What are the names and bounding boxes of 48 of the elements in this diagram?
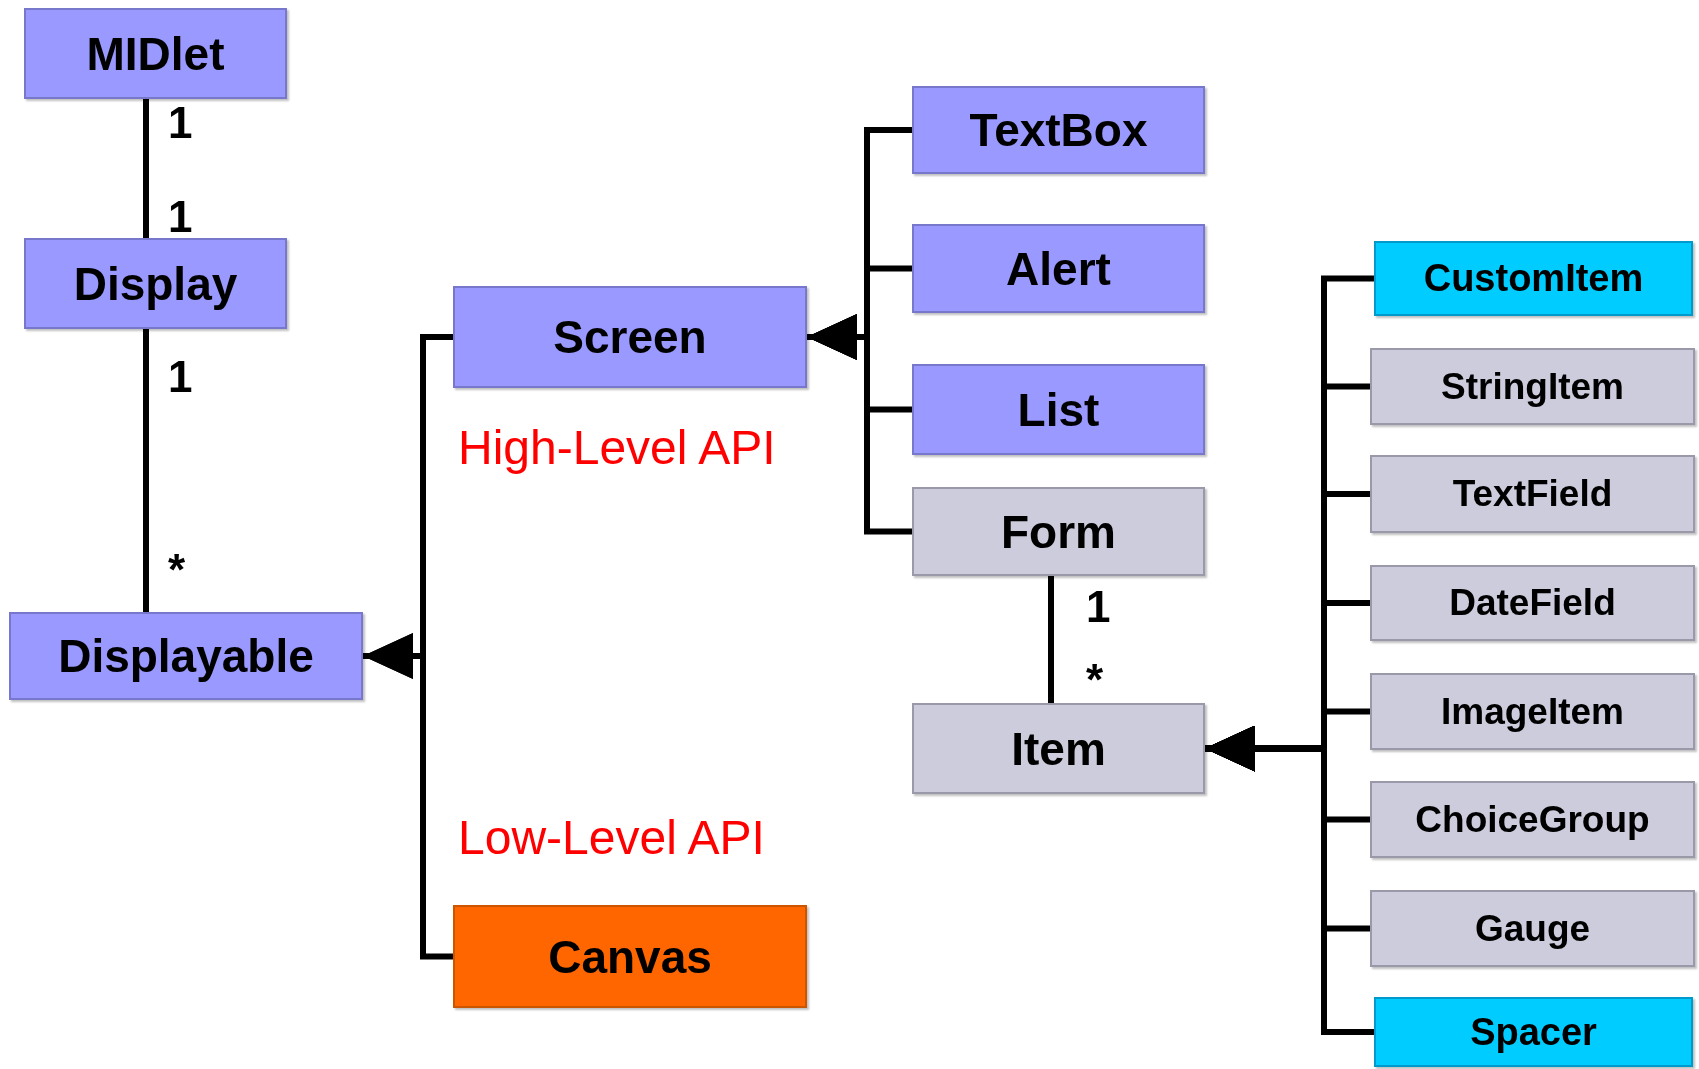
class-box <box>912 86 1205 174</box>
class-box <box>912 364 1205 455</box>
multiplicity-label: * <box>1086 655 1104 705</box>
class-box <box>1370 673 1695 750</box>
association-line <box>143 329 149 612</box>
class-box <box>1370 781 1695 858</box>
class-box <box>912 224 1205 313</box>
class-box <box>1370 455 1695 533</box>
class-box <box>453 905 807 1008</box>
class-name: Gauge <box>1474 907 1591 950</box>
class-box <box>24 8 287 99</box>
multiplicity-label: 1 <box>168 192 193 242</box>
class-name: Display <box>73 256 238 311</box>
class-name: DateField <box>1449 582 1616 624</box>
class-name: Screen <box>553 310 707 364</box>
api-label: Low-Level API <box>458 810 765 865</box>
class-name: TextBox <box>969 103 1148 157</box>
class-name: Form <box>1001 504 1116 559</box>
multiplicity-label: 1 <box>1086 582 1111 632</box>
class-box <box>1370 565 1695 641</box>
class-name: ImageItem <box>1441 690 1624 733</box>
class-box <box>453 286 807 388</box>
class-name: Canvas <box>548 929 712 984</box>
inheritance-arrow <box>807 314 912 535</box>
class-box <box>912 487 1205 576</box>
class-box <box>9 612 363 700</box>
class-box <box>1374 241 1693 316</box>
class-box <box>24 238 287 329</box>
association-line <box>143 99 149 238</box>
api-label: High-Level API <box>458 420 776 475</box>
class-name: Alert <box>1006 241 1111 296</box>
class-name: Spacer <box>1470 1010 1597 1054</box>
association-line <box>1048 576 1054 703</box>
class-name: List <box>1017 382 1100 437</box>
multiplicity-label: 1 <box>168 352 193 402</box>
class-name: Item <box>1011 721 1106 776</box>
class-name: MIDlet <box>86 26 225 81</box>
multiplicity-label: 1 <box>168 98 193 148</box>
class-box <box>912 703 1205 794</box>
class-name: ChoiceGroup <box>1415 798 1650 841</box>
class-name: TextField <box>1452 473 1613 515</box>
class-box <box>1374 997 1693 1067</box>
class-name: StringItem <box>1441 365 1624 408</box>
class-box <box>1370 890 1695 967</box>
class-name: CustomItem <box>1423 257 1644 300</box>
multiplicity-label: * <box>168 545 186 595</box>
class-box <box>1370 348 1695 425</box>
class-name: Displayable <box>58 629 314 683</box>
